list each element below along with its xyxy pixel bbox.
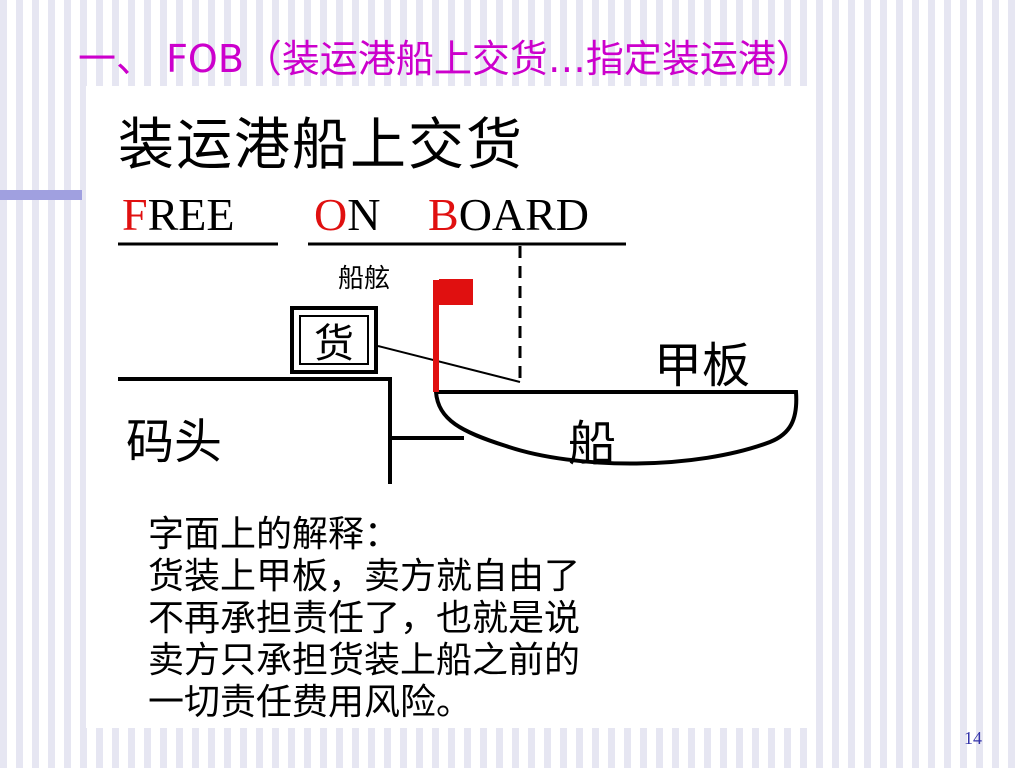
word-board-initial: B: [428, 189, 459, 240]
explanation-line: 一切责任费用风险。: [148, 682, 473, 723]
explanation-text: 字面上的解释： 货装上甲板，卖方就自由了 不再承担责任了，也就是说 卖方只承担货…: [148, 514, 580, 724]
word-free-rest: REE: [147, 189, 235, 240]
explanation-line: 字面上的解释：: [148, 514, 401, 555]
diagram-lines: [118, 242, 799, 484]
ship-hull: [433, 390, 799, 466]
explanation-line: 货装上甲板，卖方就自由了: [148, 556, 581, 597]
word-on: ON: [314, 188, 380, 241]
word-free: FREE: [122, 188, 234, 241]
wharf-label: 码头: [126, 414, 223, 470]
fob-diagram: 装运港船上交货 FREE ON BOARD 船舷 货 甲板 码头 船 字面上的解…: [86, 86, 810, 728]
ship-label: 船: [568, 416, 617, 472]
page-number: 14: [964, 728, 982, 748]
explanation-line: 不再承担责任了，也就是说: [148, 598, 581, 639]
deck-label: 甲板: [654, 338, 751, 394]
word-on-initial: O: [314, 189, 348, 240]
word-on-rest: N: [347, 189, 381, 240]
wharf-outline: [118, 377, 392, 484]
word-board: BOARD: [428, 188, 589, 241]
cargo-connector-line: [377, 345, 521, 383]
ship-rail-label: 船舷: [338, 264, 391, 294]
cargo-box: 货: [290, 306, 378, 374]
accent-bar: [0, 190, 82, 200]
slide-title: 一、 FOB（装运港船上交货…指定装运港）: [78, 37, 814, 81]
flag: [439, 279, 473, 305]
word-free-initial: F: [122, 189, 148, 240]
diagram-heading: 装运港船上交货: [118, 113, 524, 178]
explanation-line: 卖方只承担货装上船之前的: [148, 640, 581, 681]
word-board-rest: OARD: [458, 189, 590, 240]
cargo-label: 货: [299, 315, 369, 367]
